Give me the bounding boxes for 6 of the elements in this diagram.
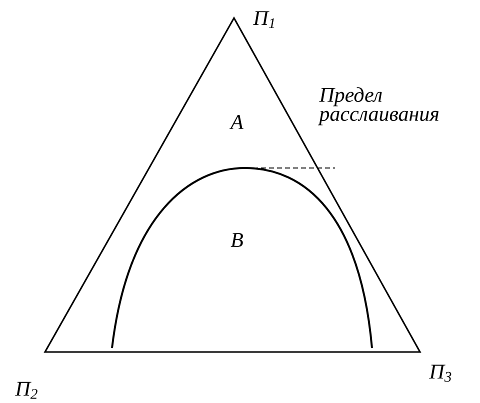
- vertex-label: П$_{1}$: [253, 11, 274, 28]
- boundary-label: Предел расслаивания: [318, 87, 438, 126]
- region-label: B: [230, 233, 243, 247]
- region-label: A: [229, 115, 244, 129]
- vertex-label: П$_{3}$: [429, 364, 452, 382]
- vertex-label: П$_{2}$: [15, 382, 38, 399]
